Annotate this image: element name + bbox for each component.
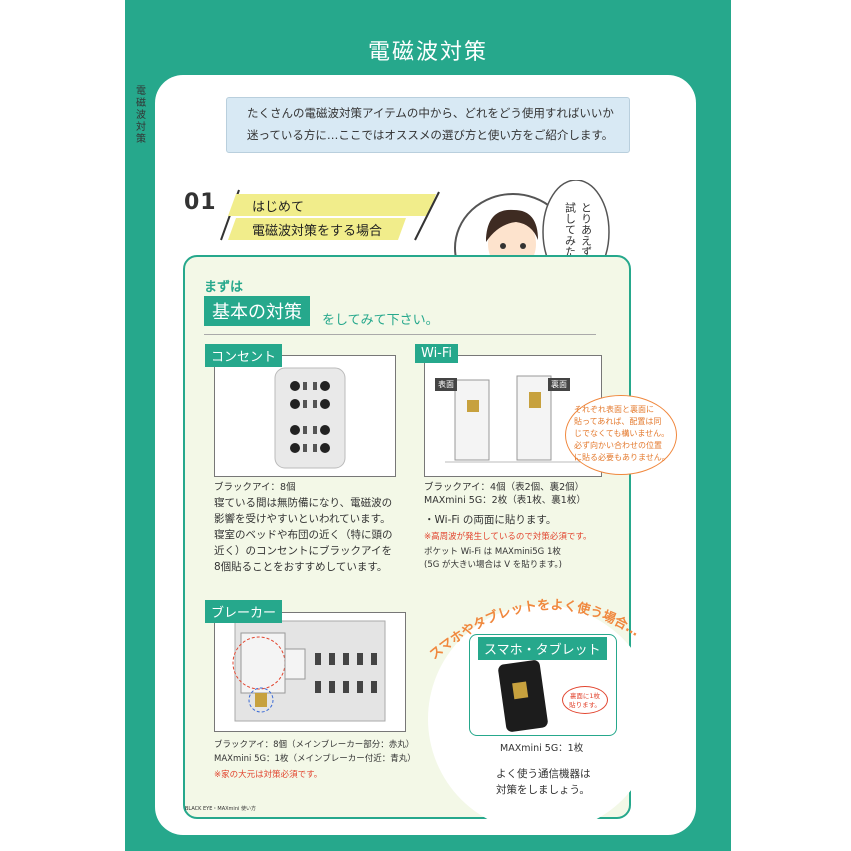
- outlet-body-line: 寝ている間は無防備になり、電磁波の: [214, 497, 393, 509]
- outlet-caption: ブラックアイ：8個: [214, 482, 296, 493]
- basic-prefix: まずは: [204, 280, 244, 295]
- smartphone-illustration: [498, 660, 548, 732]
- wifi-note-2: (5G が大きい場合は V を貼ります。): [424, 560, 562, 570]
- phone-body-1: よく使う通信機器は: [496, 768, 591, 780]
- breaker-caption-2: MAXmini 5G：1枚（メインブレーカー付近：青丸）: [214, 754, 416, 764]
- breaker-caption-1: ブラックアイ：8個（メインブレーカー部分：赤丸）: [214, 740, 415, 750]
- divider: [204, 334, 596, 335]
- phone-tag-line: 貼ります。: [569, 701, 601, 709]
- slash-divider-2: [414, 191, 440, 241]
- wifi-bubble-line: じでなくても構いません。: [574, 429, 670, 438]
- outlet-body-line: 近く）のコンセントにブラックアイを: [214, 545, 392, 557]
- wifi-caption-1: ブラックアイ：4個（表2個、裏2個）: [424, 482, 585, 493]
- breaker-label: ブレーカー: [205, 600, 283, 623]
- basic-highlight: 基本の対策: [204, 296, 310, 326]
- wifi-caption-2: MAXmini 5G：2枚（表1枚、裏1枚）: [424, 495, 586, 506]
- outlet-label: コンセント: [205, 344, 283, 367]
- side-title: 電磁波対策: [136, 86, 146, 145]
- wifi-front-tag: 表面: [435, 378, 457, 391]
- page-title: 電磁波対策: [367, 40, 488, 65]
- basic-suffix: をしてみて下さい。: [322, 313, 439, 328]
- breaker-note-red: ※家の大元は対策必須です。: [214, 770, 323, 780]
- banner-line-1: はじめて: [252, 200, 305, 215]
- phone-tag: 裏面に1枚 貼ります。: [562, 686, 608, 714]
- outlet-body: 寝ている間は無防備になり、電磁波の 影響を受けやすいといわれています。 寝室のベ…: [214, 495, 393, 575]
- phone-label: スマホ・タブレット: [478, 637, 607, 660]
- breaker-illustration: [232, 620, 386, 722]
- wifi-note-1: ポケット Wi-Fi は MAXmini5G 1枚: [424, 547, 561, 557]
- phone-caption: MAXmini 5G：1枚: [500, 743, 584, 754]
- wifi-bubble-line: 貼ってあれば、配置は同: [574, 417, 662, 426]
- intro-line-2: 迷っている方に…ここではオススメの選び方と使い方をご紹介します。: [247, 128, 614, 142]
- phone-body-2: 対策をしましょう。: [496, 784, 590, 796]
- wifi-bubble-line: に貼る必要もありません。: [574, 453, 670, 462]
- outlet-body-line: 8個貼ることをおすすめしています。: [214, 561, 388, 573]
- intro-box: たくさんの電磁波対策アイテムの中から、どれをどう使用すればいいか 迷っている方に…: [226, 97, 630, 153]
- outlet-body-line: 寝室のベッドや布団の近く（特に頭の: [214, 529, 393, 541]
- footer-text: BLACK EYE・MAXmini 使い方: [185, 806, 256, 812]
- speech-col-1: とりあえず: [580, 202, 593, 257]
- wifi-body: ・Wi-Fi の両面に貼ります。: [424, 514, 557, 526]
- outlet-body-line: 影響を受けやすいといわれています。: [214, 513, 391, 525]
- wifi-note-text: それぞれ表面と裏面に 貼ってあれば、配置は同 じでなくても構いません。 必ず向か…: [574, 404, 670, 464]
- outlet-image-box: [214, 355, 396, 477]
- wifi-bubble-line: 必ず向かい合わせの位置: [574, 441, 662, 450]
- phone-tag-line: 裏面に1枚: [569, 692, 601, 700]
- outlet-illustration: [274, 367, 346, 469]
- wifi-bubble-line: それぞれ表面と裏面に: [574, 405, 654, 414]
- intro-line-1: たくさんの電磁波対策アイテムの中から、どれをどう使用すればいいか: [247, 106, 614, 120]
- section-number: 01: [184, 190, 217, 215]
- wifi-note-bubble: [565, 395, 677, 475]
- wifi-back-tag: 裏面: [548, 378, 570, 391]
- banner-line-2: 電磁波対策をする場合: [252, 224, 383, 239]
- wifi-note-red: ※高周波が発生しているので対策必須です。: [424, 532, 592, 542]
- wifi-label: Wi-Fi: [415, 344, 459, 363]
- wifi-illustration: [445, 375, 585, 463]
- breaker-image-box: [214, 612, 406, 732]
